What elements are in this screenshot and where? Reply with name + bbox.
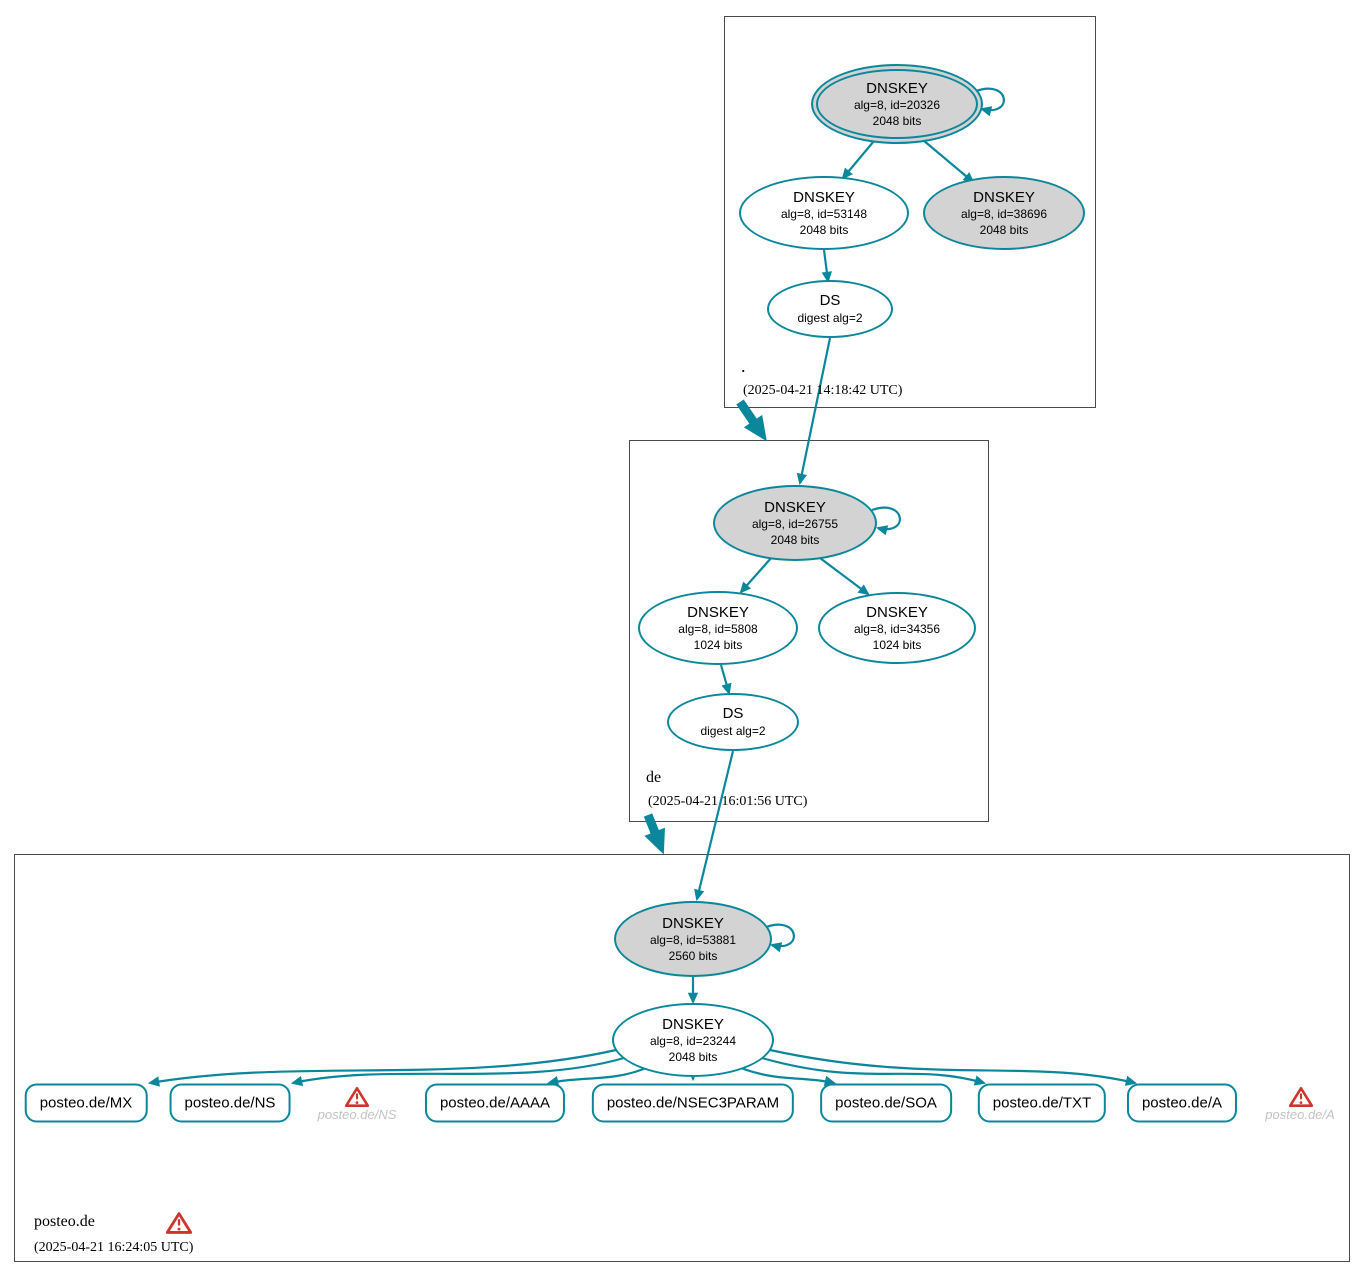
warning-icon[interactable] [165, 1212, 193, 1235]
ds-title: DS [819, 292, 841, 310]
zone-name-de: de [646, 769, 662, 786]
dnskey-alg-id: alg=8, id=34356 [853, 622, 941, 637]
dnskey-node-53148[interactable]: DNSKEY alg=8, id=53148 2048 bits [739, 176, 909, 250]
dnskey-node-20326[interactable]: DNSKEY alg=8, id=20326 2048 bits [811, 64, 983, 144]
dnskey-node-26755[interactable]: DNSKEY alg=8, id=26755 2048 bits [713, 485, 877, 561]
rrset-posteo-de-ns[interactable]: posteo.de/NS [169, 1083, 291, 1123]
dnskey-bits: 1024 bits [693, 637, 743, 652]
dnskey-node-53881[interactable]: DNSKEY alg=8, id=53881 2560 bits [614, 901, 772, 977]
dnskey-alg-id: alg=8, id=53881 [649, 933, 737, 948]
dnskey-bits: 2560 bits [668, 948, 718, 963]
dnskey-node-38696[interactable]: DNSKEY alg=8, id=38696 2048 bits [923, 176, 1085, 250]
warning-icon[interactable] [344, 1087, 370, 1108]
zone-timestamp-de: (2025-04-21 16:01:56 UTC) [648, 794, 808, 809]
zone-timestamp-posteo-de: (2025-04-21 16:24:05 UTC) [34, 1240, 194, 1255]
rrset-posteo-de-nsec3param[interactable]: posteo.de/NSEC3PARAM [591, 1083, 795, 1123]
dnskey-node-23244[interactable]: DNSKEY alg=8, id=23244 2048 bits [612, 1003, 774, 1077]
ds-node-root[interactable]: DS digest alg=2 [767, 280, 893, 338]
dnskey-title: DNSKEY [687, 603, 749, 621]
dnskey-title: DNSKEY [866, 603, 928, 621]
dnskey-alg-id: alg=8, id=26755 [751, 517, 839, 532]
ds-digest: digest alg=2 [700, 723, 766, 738]
dnskey-bits: 2048 bits [979, 222, 1029, 237]
dnskey-alg-id: alg=8, id=53148 [780, 207, 868, 222]
dnskey-bits: 2048 bits [770, 532, 820, 547]
dnskey-title: DNSKEY [866, 79, 928, 97]
dnskey-bits: 2048 bits [668, 1049, 718, 1064]
dnskey-title: DNSKEY [764, 498, 826, 516]
zone-timestamp-root: (2025-04-21 14:18:42 UTC) [743, 383, 903, 398]
zone-name-posteo-de: posteo.de [34, 1213, 95, 1230]
ds-title: DS [722, 705, 744, 723]
ds-node-de[interactable]: DS digest alg=2 [667, 693, 799, 751]
rrset-posteo-de-aaaa[interactable]: posteo.de/AAAA [424, 1083, 566, 1123]
rrset-posteo-de-a[interactable]: posteo.de/A [1126, 1083, 1238, 1123]
insecure-rrset-posteo-de-ns: posteo.de/NS [317, 1107, 397, 1122]
dnskey-title: DNSKEY [793, 188, 855, 206]
rrset-posteo-de-txt[interactable]: posteo.de/TXT [977, 1083, 1107, 1123]
dnskey-title: DNSKEY [662, 1015, 724, 1033]
dnskey-alg-id: alg=8, id=20326 [853, 98, 941, 113]
dnskey-alg-id: alg=8, id=38696 [960, 207, 1048, 222]
insecure-rrset-posteo-de-a: posteo.de/A [1265, 1107, 1335, 1122]
rrset-posteo-de-soa[interactable]: posteo.de/SOA [820, 1083, 952, 1123]
dnskey-alg-id: alg=8, id=5808 [678, 622, 758, 637]
dnskey-bits: 2048 bits [799, 222, 849, 237]
dnskey-title: DNSKEY [662, 914, 724, 932]
dnskey-node-34356[interactable]: DNSKEY alg=8, id=34356 1024 bits [818, 592, 976, 664]
dnskey-node-5808[interactable]: DNSKEY alg=8, id=5808 1024 bits [638, 591, 798, 665]
warning-icon[interactable] [1288, 1087, 1314, 1108]
dnskey-alg-id: alg=8, id=23244 [649, 1034, 737, 1049]
dnskey-bits: 1024 bits [872, 637, 922, 652]
rrset-posteo-de-mx[interactable]: posteo.de/MX [24, 1083, 148, 1123]
dnskey-title: DNSKEY [973, 188, 1035, 206]
dnskey-bits: 2048 bits [872, 113, 922, 128]
ds-digest: digest alg=2 [797, 310, 863, 325]
zone-name-root: . [741, 356, 746, 376]
